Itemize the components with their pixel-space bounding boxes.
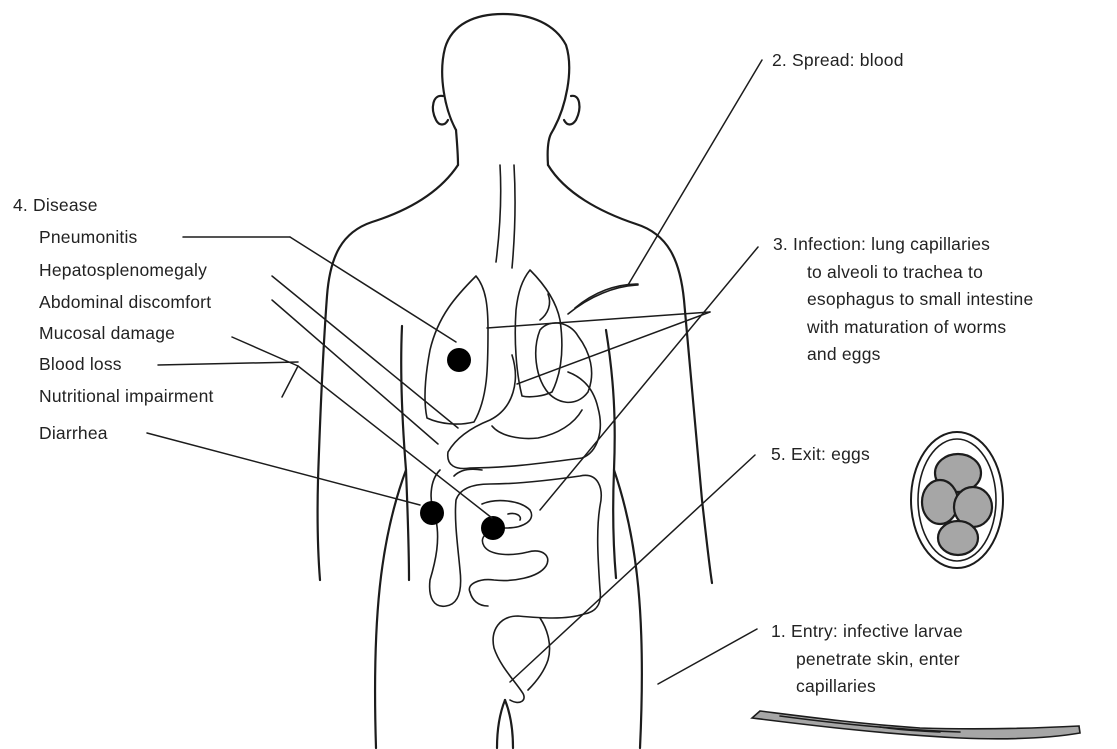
entry-line: 1. Entry: infective larvae: [771, 618, 963, 646]
exit-label: 5. Exit: eggs: [771, 441, 870, 468]
heart: [536, 323, 592, 402]
leader-lines: [147, 60, 762, 684]
disease-item-diarrhea: Diarrhea: [39, 420, 108, 447]
disease-item-blood-loss: Blood loss: [39, 351, 122, 378]
entry-line: penetrate skin, enter: [771, 646, 963, 674]
infection-label: 3. Infection: lung capillaries to alveol…: [773, 231, 1033, 369]
lesion-dot-icon: [481, 516, 505, 540]
aorta: [568, 285, 638, 314]
larva-icon: [752, 711, 1080, 739]
stomach: [448, 355, 601, 468]
hookworm-egg-icon: [911, 432, 1003, 568]
entry-label: 1. Entry: infective larvae penetrate ski…: [771, 618, 963, 701]
disease-item-nutritional-impairment: Nutritional impairment: [39, 383, 214, 410]
spread-label: 2. Spread: blood: [772, 47, 904, 74]
disease-item-pneumonitis: Pneumonitis: [39, 224, 138, 251]
lesion-dot-icon: [420, 501, 444, 525]
large-intestine: [430, 470, 602, 614]
infection-line: with maturation of worms: [773, 314, 1033, 342]
infection-line: and eggs: [773, 341, 1033, 369]
infection-line: esophagus to small intestine: [773, 286, 1033, 314]
disease-item-abdominal-discomfort: Abdominal discomfort: [39, 289, 211, 316]
disease-item-mucosal-damage: Mucosal damage: [39, 320, 175, 347]
rectum: [493, 614, 584, 702]
entry-line: capillaries: [771, 673, 963, 701]
disease-item-hepatosplenomegaly: Hepatosplenomegaly: [39, 257, 207, 284]
lesion-dots: [420, 348, 505, 540]
infection-line: to alveoli to trachea to: [773, 259, 1033, 287]
lesion-dot-icon: [447, 348, 471, 372]
infection-line: 3. Infection: lung capillaries: [773, 231, 1033, 259]
disease-heading: 4. Disease: [13, 192, 98, 219]
